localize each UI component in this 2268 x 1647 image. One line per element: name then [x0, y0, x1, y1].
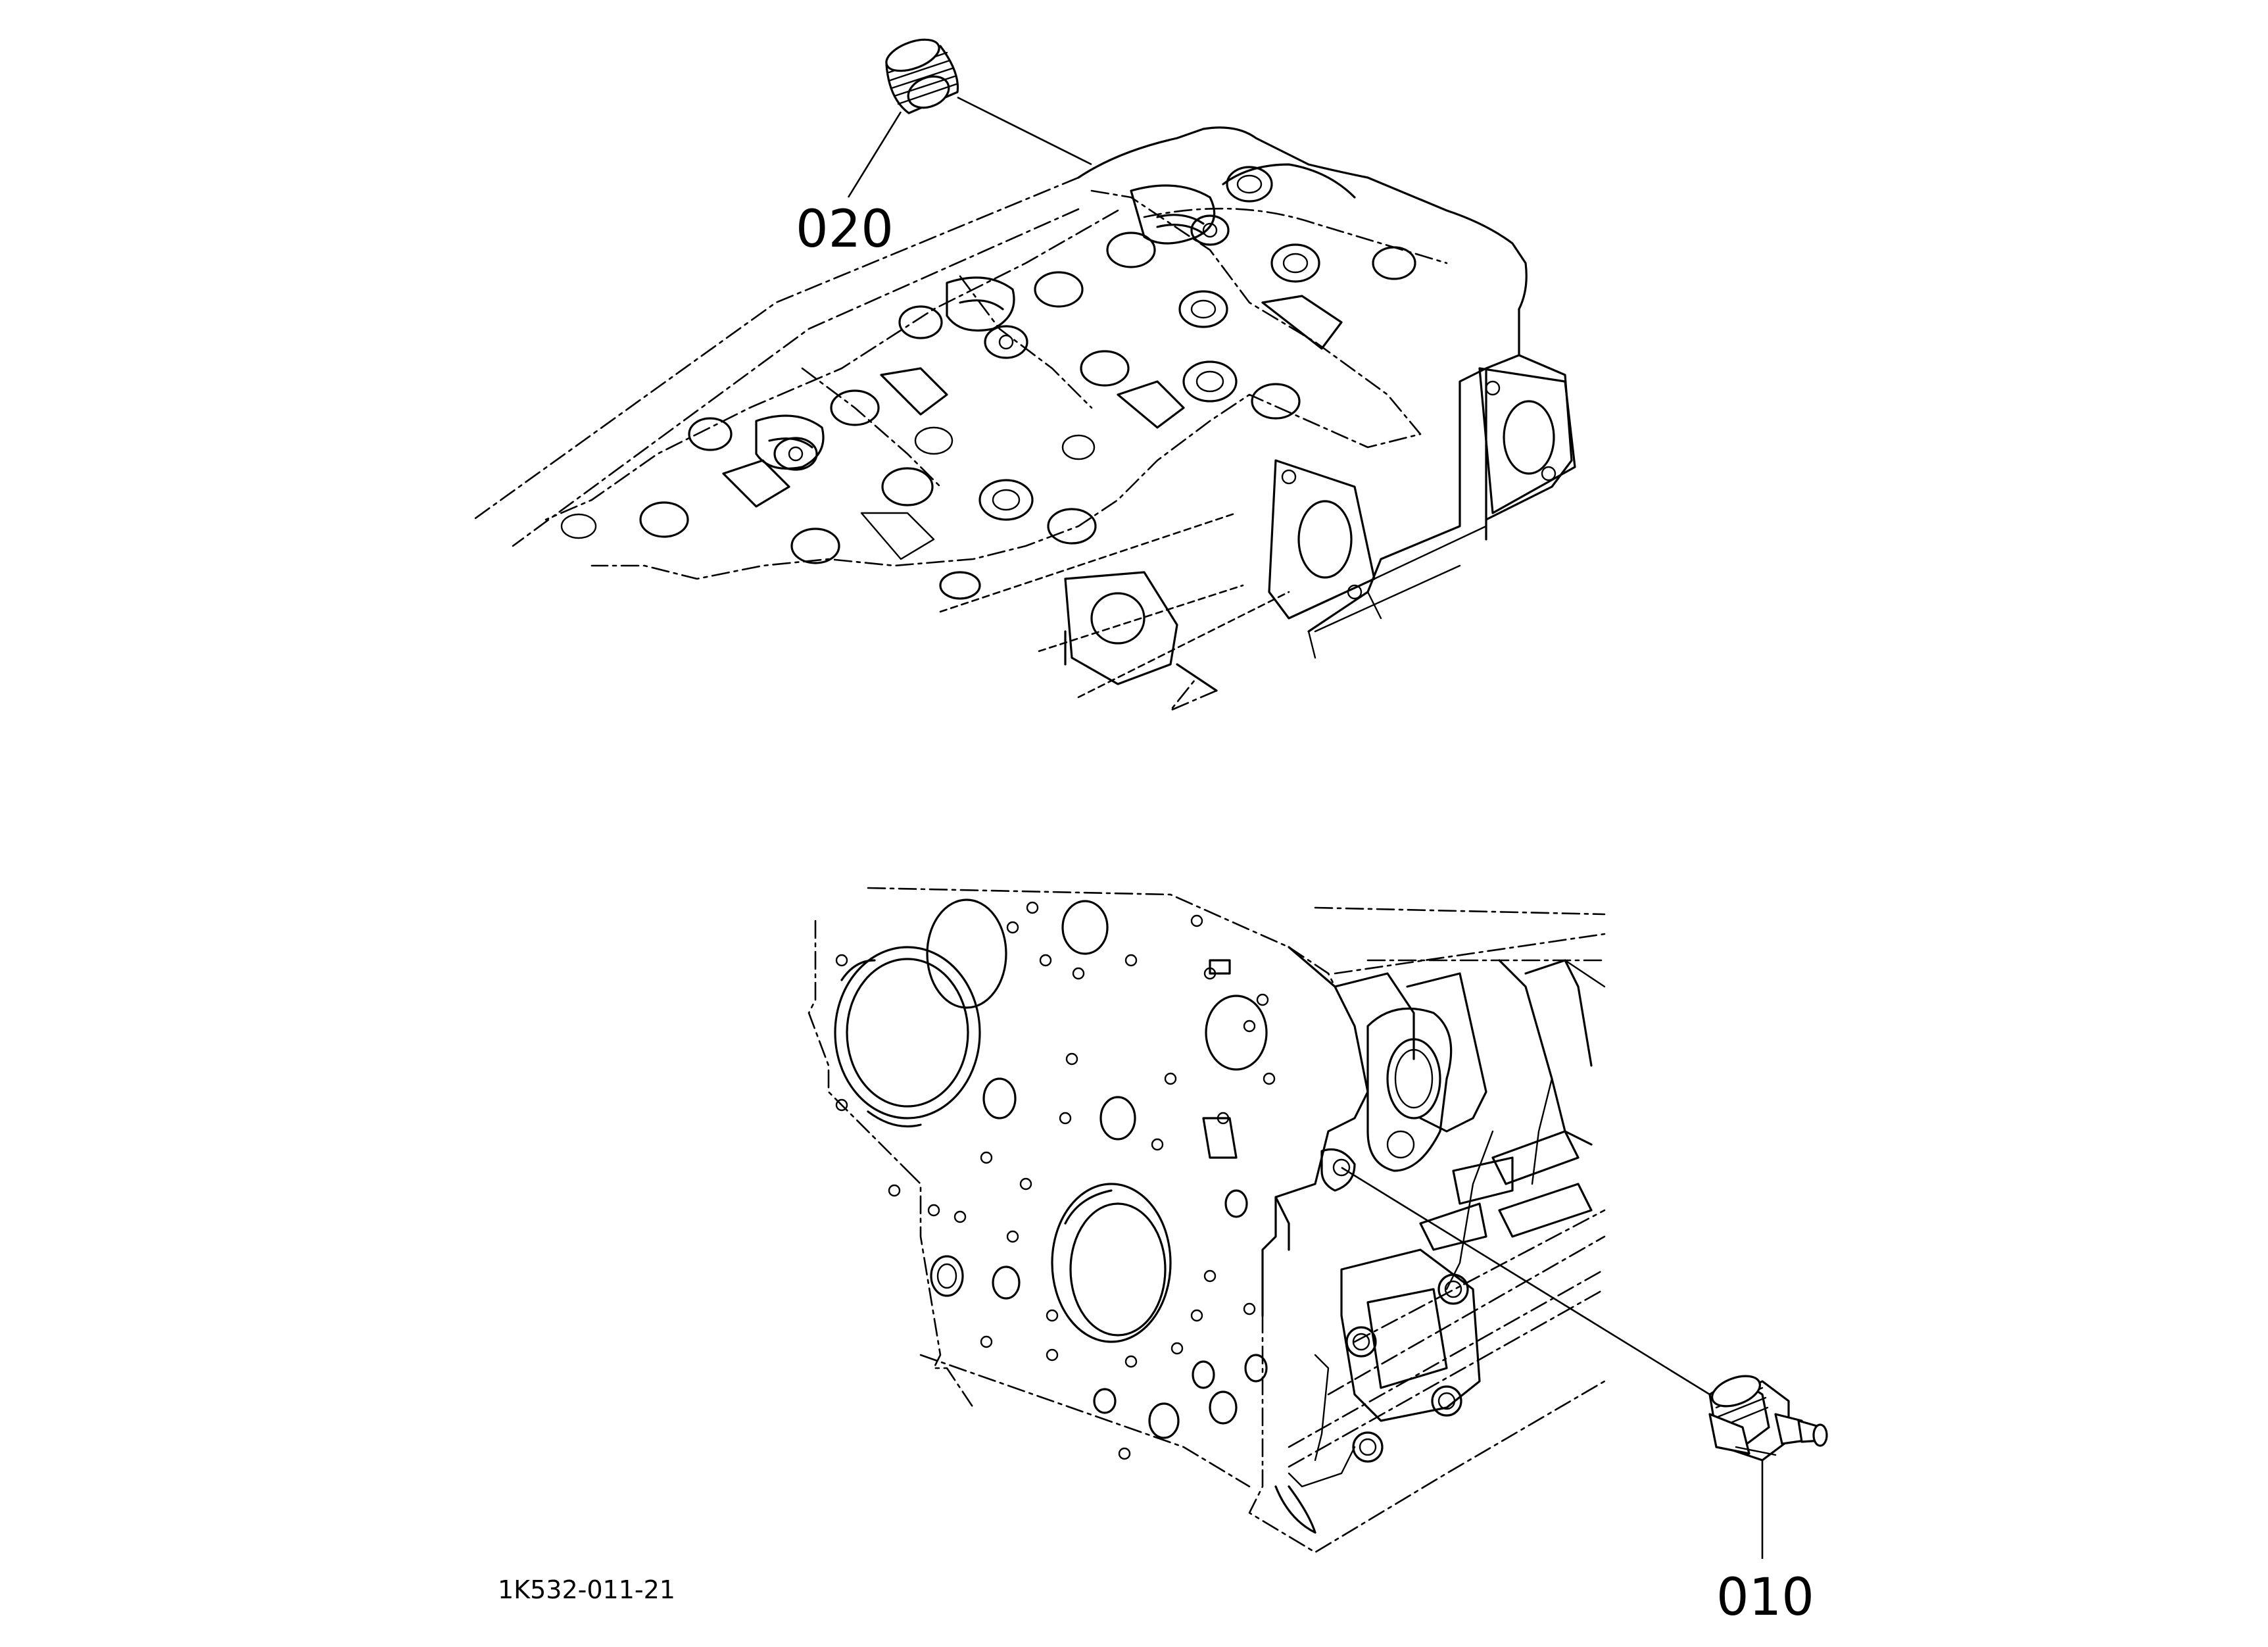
- crankcase-holes: [834, 898, 1268, 1439]
- head-bolt-holes: [560, 166, 1416, 600]
- drawing-code-label: 1K532-011-21: [498, 1575, 675, 1604]
- callout-label-010: 010: [1716, 1568, 1814, 1627]
- leader-line-010: [1341, 1166, 1710, 1396]
- crankcase-small-holes: [835, 901, 1276, 1460]
- leader-line-020: [957, 96, 1092, 166]
- cylinder-head-drawing: [472, 126, 1576, 712]
- pointer-line-020: [847, 111, 902, 198]
- plug-part-020: [885, 38, 959, 114]
- crankcase-drawing: [808, 887, 1606, 1554]
- head-port-holes: [755, 184, 1216, 470]
- switch-part-010: [1708, 1375, 1828, 1462]
- callout-label-020: 020: [796, 200, 894, 259]
